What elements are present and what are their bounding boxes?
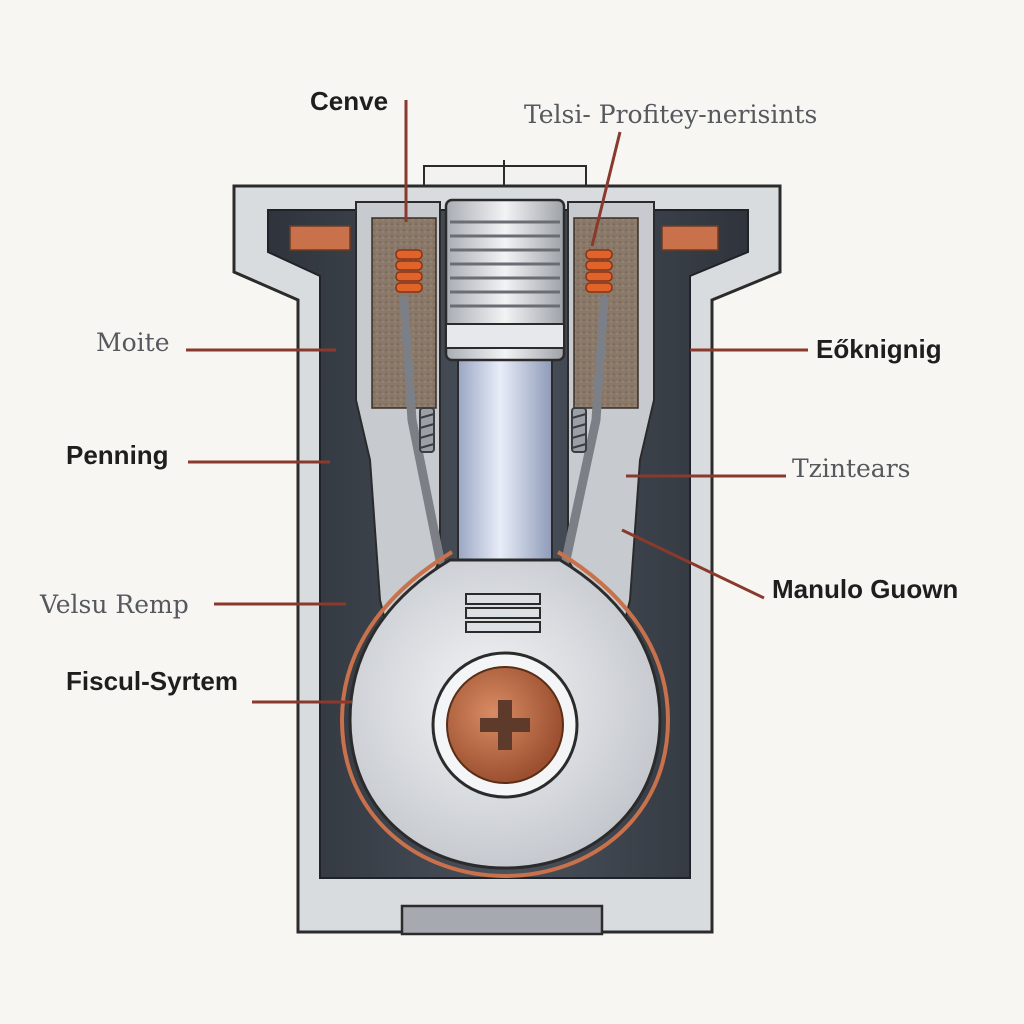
connecting-rod <box>457 359 553 581</box>
label-moite: Moite <box>96 328 170 357</box>
label-tzintears: Tzintears <box>792 454 911 483</box>
label-eoknignig: Eőknignig <box>816 334 942 364</box>
push-rod-left <box>399 295 445 565</box>
coil-left <box>395 249 423 293</box>
leader-lines <box>186 100 808 704</box>
push-rod-right <box>561 295 609 565</box>
copper-strip-left <box>289 225 351 251</box>
piston-head <box>444 198 566 362</box>
label-velsu-remp: Velsu Remp <box>40 590 189 619</box>
label-cenve: Cenve <box>310 86 389 116</box>
label-fiscul-syrtem: Fiscul-Syrtem <box>66 666 238 696</box>
copper-strip-right <box>661 225 719 251</box>
base-tab <box>400 904 604 936</box>
crank-bolt <box>431 651 579 799</box>
label-penning: Penning <box>66 440 169 470</box>
rod-spring-right <box>571 407 587 453</box>
rod-spring-left <box>419 407 435 453</box>
label-telsi: Telsi- Profitey-nerisints <box>524 100 818 129</box>
label-manulo-guown: Manulo Guown <box>772 574 959 604</box>
coil-right <box>585 249 613 293</box>
